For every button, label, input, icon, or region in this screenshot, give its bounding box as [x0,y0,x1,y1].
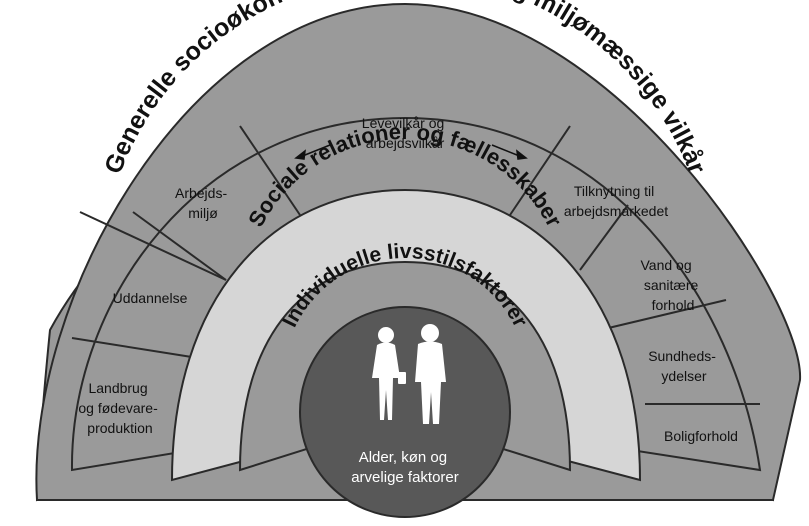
sector-vand: Vand og sanitære forhold [640,257,702,313]
arrows [294,144,528,160]
sector-uddannelse: Uddannelse [113,290,188,306]
center-circle [299,306,511,518]
sector-arbejdsmiljo: Arbejds- miljø [175,185,231,221]
center-label: Alder, køn og arvelige faktorer [351,449,459,486]
sector-landbrug: Landbrug og fødevare- produktion [78,380,161,436]
sector-bolig: Boligforhold [664,428,738,444]
people-icon [372,324,446,424]
sector-tilknytning: Tilknytning til arbejdsmarkedet [564,183,668,219]
sector-dividers [71,125,760,405]
sector-sundhed: Sundheds- ydelser [648,348,720,384]
sector-levevilkar: Levevilkår og arbejdsvilkår [362,115,448,151]
